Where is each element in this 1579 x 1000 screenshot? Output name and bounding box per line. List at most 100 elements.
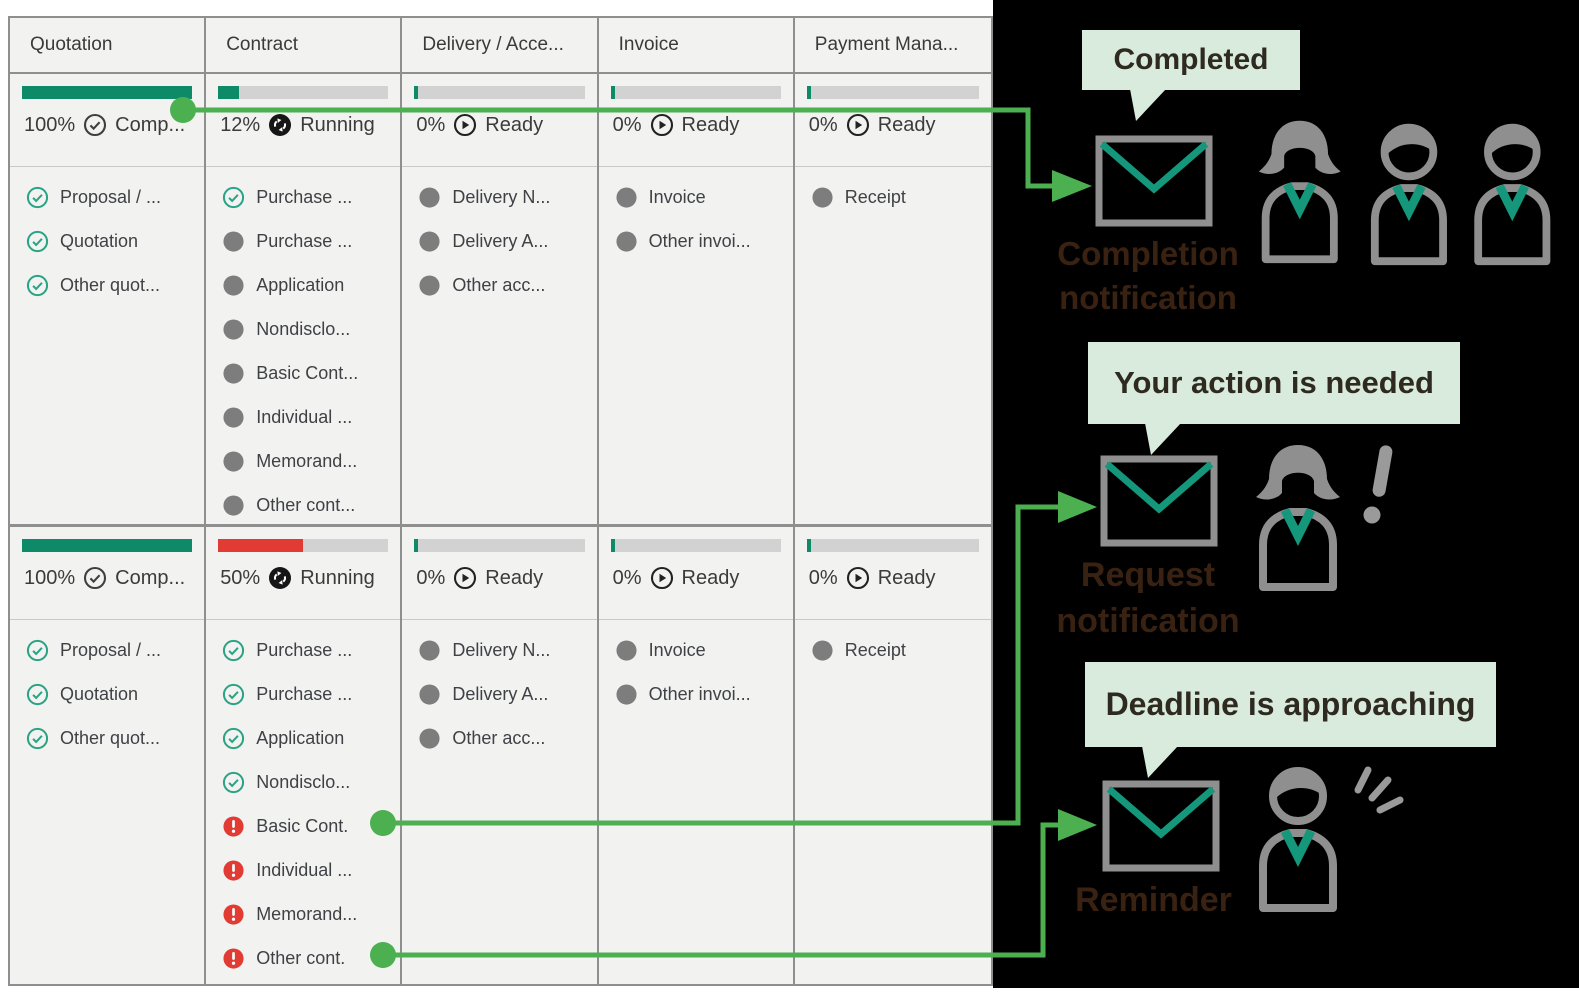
item-label: Basic Cont. [256, 815, 349, 836]
person-icon [1259, 767, 1337, 912]
progress-fill [610, 86, 615, 99]
status-label: Ready [681, 566, 740, 589]
item-row[interactable]: Purchase ... [222, 628, 400, 672]
item-row[interactable]: Invoice [615, 628, 793, 672]
progress-fill [218, 539, 304, 552]
item-row[interactable]: Other quot... [26, 716, 204, 760]
check-icon [26, 639, 49, 662]
dot-icon [418, 683, 441, 706]
item-row[interactable]: Purchase ... [222, 175, 400, 219]
progress-fill [806, 539, 811, 552]
item-label: Other quot... [60, 727, 161, 748]
item-label: Nondisclo... [256, 318, 351, 339]
dot-icon [418, 639, 441, 662]
item-row[interactable]: Other invoi... [615, 219, 793, 263]
item-label: Receipt [844, 639, 906, 660]
play-icon [453, 113, 477, 137]
dot-icon [615, 683, 638, 706]
item-row[interactable]: Memorand... [222, 892, 400, 936]
play-icon [846, 566, 870, 590]
caption-completion-notification: Completion notification [1057, 235, 1239, 316]
item-row[interactable]: Delivery A... [418, 219, 596, 263]
status-label: Ready [485, 113, 544, 136]
status-label: Ready [681, 113, 740, 136]
status-percent: 0% [416, 566, 446, 589]
item-row[interactable]: Quotation [26, 219, 204, 263]
column-header: Contract [206, 18, 401, 74]
status-line: 0%Ready [809, 113, 991, 137]
bubble-tail [1130, 89, 1166, 121]
item-row[interactable]: Application [222, 263, 400, 307]
item-label: Memorand... [256, 903, 358, 924]
bubble-deadline: Deadline is approaching [1085, 662, 1496, 747]
progress-fill [22, 539, 193, 552]
item-row[interactable]: Other cont... [222, 483, 400, 524]
item-row[interactable]: Purchase ... [222, 219, 400, 263]
dot-icon [418, 230, 441, 253]
item-label: Invoice [648, 639, 706, 660]
bubble-tail [1145, 423, 1181, 455]
check-circle-icon [83, 113, 107, 137]
item-row[interactable]: Memorand... [222, 439, 400, 483]
person-female-icon [1256, 445, 1340, 591]
progress-bar [218, 86, 389, 99]
status-label: Ready [485, 566, 544, 589]
item-row[interactable]: Individual ... [222, 848, 400, 892]
item-row[interactable]: Purchase ... [222, 672, 400, 716]
item-row[interactable]: Basic Cont. [222, 804, 400, 848]
item-label: Individual ... [256, 406, 353, 427]
status-line: 0% Ready [416, 566, 596, 590]
item-label: Purchase ... [256, 639, 353, 660]
item-row[interactable]: Application [222, 716, 400, 760]
status-percent: 0% [808, 566, 838, 589]
notification-panel: Completed Completion notification [993, 0, 1579, 988]
item-row[interactable]: Invoice [615, 175, 793, 219]
check-icon [222, 683, 245, 706]
item-label: Basic Cont... [256, 362, 359, 383]
item-label: Purchase ... [256, 230, 353, 251]
progress-bar [610, 539, 781, 552]
play-icon [846, 113, 870, 137]
item-row[interactable]: Basic Cont... [222, 351, 400, 395]
item-row[interactable]: Other acc... [418, 716, 596, 760]
status-cell: 100%Comp... [10, 74, 205, 167]
item-row[interactable]: Other invoi... [615, 672, 793, 716]
item-row[interactable]: Nondisclo... [222, 760, 400, 804]
item-row[interactable]: Individual ... [222, 395, 400, 439]
item-row[interactable]: Other quot... [26, 263, 204, 307]
item-row[interactable]: Other cont. [222, 936, 400, 980]
status-cell: 0%Ready [598, 74, 793, 167]
people-icons [1258, 120, 1551, 266]
item-row[interactable]: Receipt [811, 628, 991, 672]
check-icon [26, 186, 49, 209]
play-icon [650, 566, 674, 590]
item-row[interactable]: Receipt [811, 175, 991, 219]
status-percent: 50% [220, 566, 261, 589]
status-line: 0%Ready [416, 113, 596, 137]
status-label: Running [300, 566, 375, 589]
item-row[interactable]: Delivery A... [418, 672, 596, 716]
dot-icon [222, 450, 245, 473]
item-row[interactable]: Proposal / ... [26, 175, 204, 219]
envelope-icon [1095, 135, 1213, 227]
progress-fill [414, 539, 419, 552]
column-header: Delivery / Acce... [402, 18, 597, 74]
item-row[interactable]: Other acc... [418, 263, 596, 307]
status-line: 100%Comp... [24, 566, 204, 590]
exclamation-icon [1363, 445, 1393, 524]
item-row[interactable]: Delivery N... [418, 175, 596, 219]
item-row[interactable]: Nondisclo... [222, 307, 400, 351]
person-icon [1474, 123, 1551, 266]
item-row[interactable]: Proposal / ... [26, 628, 204, 672]
status-cell: 12%Running [206, 74, 401, 167]
item-label: Other invoi... [648, 230, 751, 251]
play-icon [453, 566, 477, 590]
item-row[interactable]: Quotation [26, 672, 204, 716]
status-percent: 100% [24, 566, 76, 589]
item-row[interactable]: Delivery N... [418, 628, 596, 672]
dot-icon [418, 274, 441, 297]
